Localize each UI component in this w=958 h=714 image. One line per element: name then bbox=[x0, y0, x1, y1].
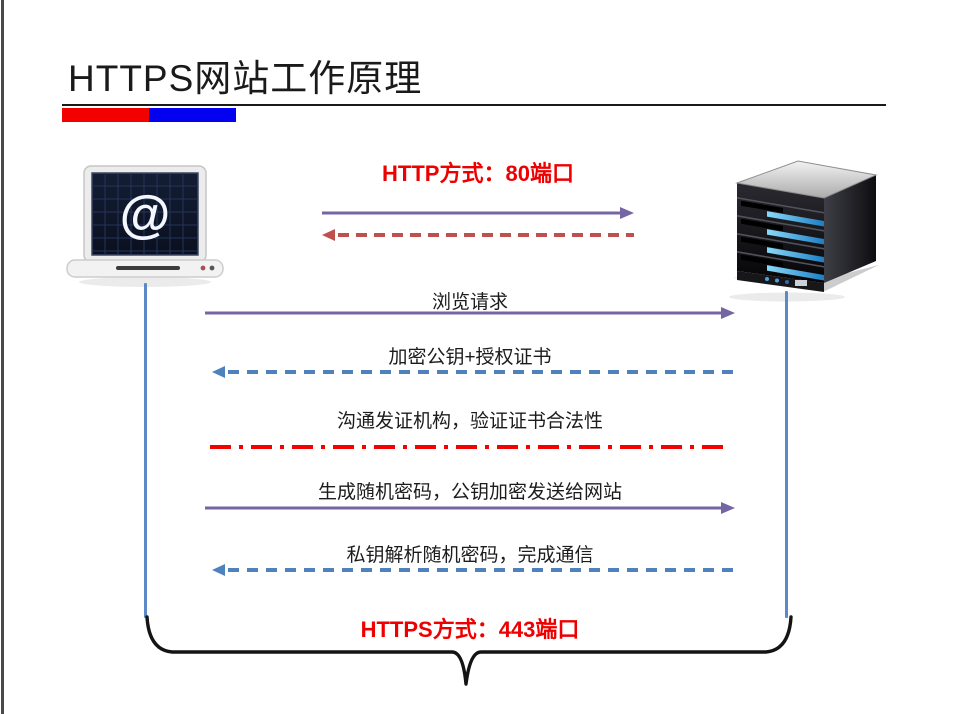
message-label-private-key-complete: 私钥解析随机密码，完成通信 bbox=[346, 545, 594, 566]
https-port-label: HTTPS方式：443端口 bbox=[360, 617, 580, 642]
left-border-line bbox=[1, 0, 4, 714]
client-connection-line bbox=[144, 283, 147, 618]
accent-bar-red bbox=[62, 108, 149, 122]
message-label-browse-request: 浏览请求 bbox=[431, 292, 508, 313]
server-tower-icon bbox=[729, 160, 879, 302]
underbrace-shape bbox=[145, 615, 793, 686]
arrow-http-left-dashed bbox=[322, 229, 634, 241]
http-port-label: HTTP方式：80端口 bbox=[382, 161, 574, 186]
svg-text:@: @ bbox=[120, 186, 171, 244]
message-label-public-key-cert: 加密公钥+授权证书 bbox=[388, 347, 552, 368]
message-label-random-password: 生成随机密码，公钥加密发送给网站 bbox=[317, 482, 622, 503]
arrow-http-right bbox=[322, 207, 634, 219]
arrow-public-key-cert-left-dashed bbox=[212, 366, 738, 378]
accent-bar-blue bbox=[149, 108, 236, 122]
line-verify-ca-dashdot bbox=[210, 445, 730, 449]
message-label-verify-certificate: 沟通发证机构，验证证书合法性 bbox=[336, 411, 603, 432]
title-underline bbox=[62, 104, 886, 106]
slide-title: HTTPS网站工作原理 bbox=[68, 58, 423, 99]
arrow-random-password-right bbox=[205, 502, 735, 514]
arrow-complete-comm-left-dashed bbox=[212, 564, 738, 576]
laptop-at-icon: @ bbox=[66, 165, 224, 287]
arrow-browse-request-right bbox=[205, 307, 735, 319]
server-connection-line bbox=[785, 291, 788, 618]
